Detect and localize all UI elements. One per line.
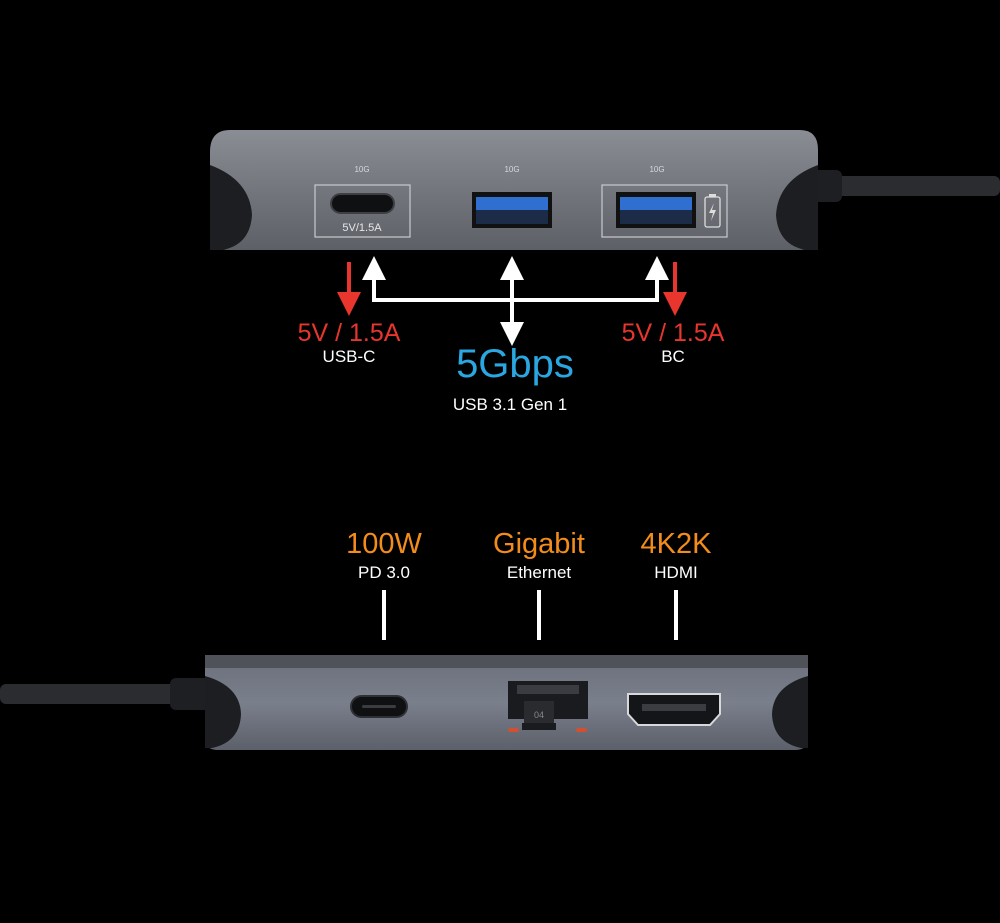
- speed-label: USB 3.1 Gen 1: [453, 395, 567, 414]
- right-power-value: 5V / 1.5A: [622, 319, 725, 347]
- usb-c-marking: 5V/1.5A: [342, 222, 382, 234]
- port-speed-label: 10G: [354, 165, 369, 174]
- hdmi-port[interactable]: [627, 693, 721, 726]
- activity-led: [576, 728, 587, 732]
- speed-value: 5Gbps: [456, 342, 574, 386]
- right-port-label: BC: [661, 347, 685, 366]
- port-speed-label: 10G: [649, 165, 664, 174]
- bottom-hub: 04: [0, 655, 808, 750]
- usb-c-pd-port[interactable]: [350, 695, 408, 718]
- ethernet-value: Gigabit: [493, 528, 585, 560]
- usb-a-port[interactable]: [472, 192, 552, 228]
- top-hub: 10G 10G 10G 5V/1.5A: [210, 130, 1000, 250]
- usb-a-bc-port[interactable]: [601, 184, 728, 238]
- pd-value: 100W: [346, 528, 422, 560]
- link-led: [508, 728, 519, 732]
- end-cap-left: [210, 165, 252, 250]
- top-arrows: [337, 256, 687, 346]
- hdmi-label: HDMI: [654, 563, 697, 582]
- ethernet-port-marking: 04: [534, 710, 544, 720]
- pd-label: PD 3.0: [358, 563, 410, 582]
- port-speed-label: 10G: [504, 165, 519, 174]
- ethernet-port[interactable]: 04: [508, 681, 588, 732]
- cable-left: [0, 684, 200, 704]
- end-cap-right: [776, 165, 818, 250]
- usb-c-port[interactable]: 5V/1.5A: [314, 184, 411, 238]
- cable-right: [800, 176, 1000, 196]
- battery-charge-icon: [704, 194, 721, 228]
- ethernet-label: Ethernet: [507, 563, 572, 582]
- hdmi-value: 4K2K: [641, 528, 713, 560]
- left-port-label: USB-C: [323, 347, 376, 366]
- left-power-value: 5V / 1.5A: [298, 319, 401, 347]
